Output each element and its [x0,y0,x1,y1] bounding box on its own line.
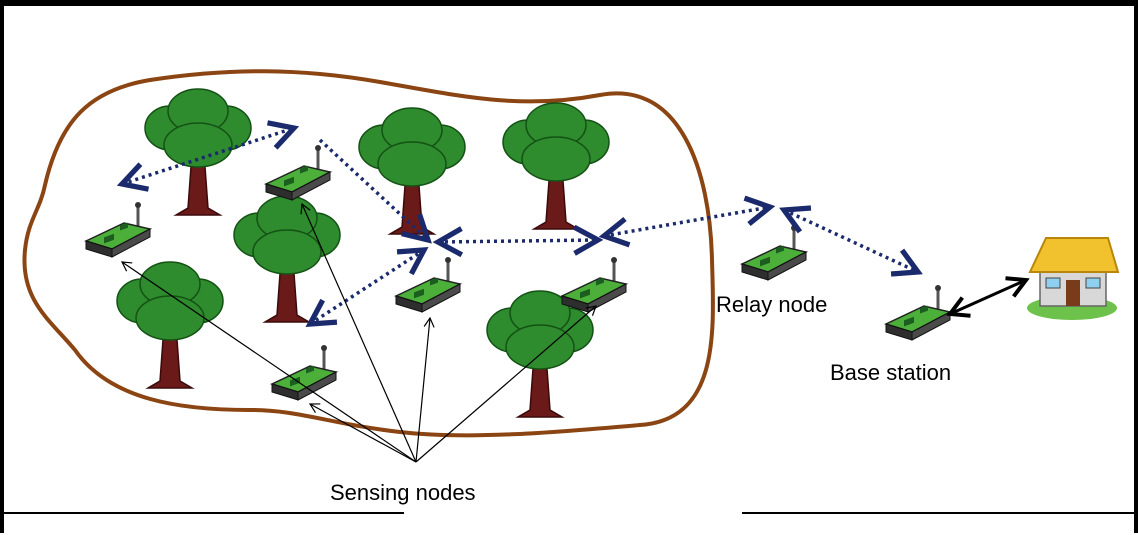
sensor-node-icon [264,143,332,202]
relay-node-label: Relay node [716,292,828,317]
sensing-nodes-label: Sensing nodes [330,480,476,505]
wireless-link [310,250,424,324]
sensor-node-icon [394,255,462,314]
diagram-bottom-border [4,512,1134,535]
base-station-house-link [950,280,1026,314]
sensing-nodes-pointers [120,202,597,463]
sensor-node-icon [84,200,152,259]
base-station-label: Base station [830,360,952,385]
pointer-line [300,202,417,463]
wireless-link [122,128,294,184]
tree-icon [144,88,252,216]
base-station-node-icon [884,283,952,342]
relay-node-icon [740,223,808,282]
wireless-link [438,240,598,242]
sensing-region-outline [22,69,715,438]
pointer-line [120,261,417,463]
sensor-node-icon [560,255,628,314]
wireless-links [122,128,918,324]
wireless-link [604,207,770,236]
tree-icon [502,102,610,230]
tree-icon [233,195,341,323]
pointer-line [308,403,417,463]
house-icon [1027,237,1120,320]
pointer-line [415,305,597,463]
tree-icon [116,261,224,389]
tree-icon [358,107,466,235]
wireless-link [784,210,918,272]
pointer-line [415,316,435,463]
sensor-node-icon [270,343,338,402]
